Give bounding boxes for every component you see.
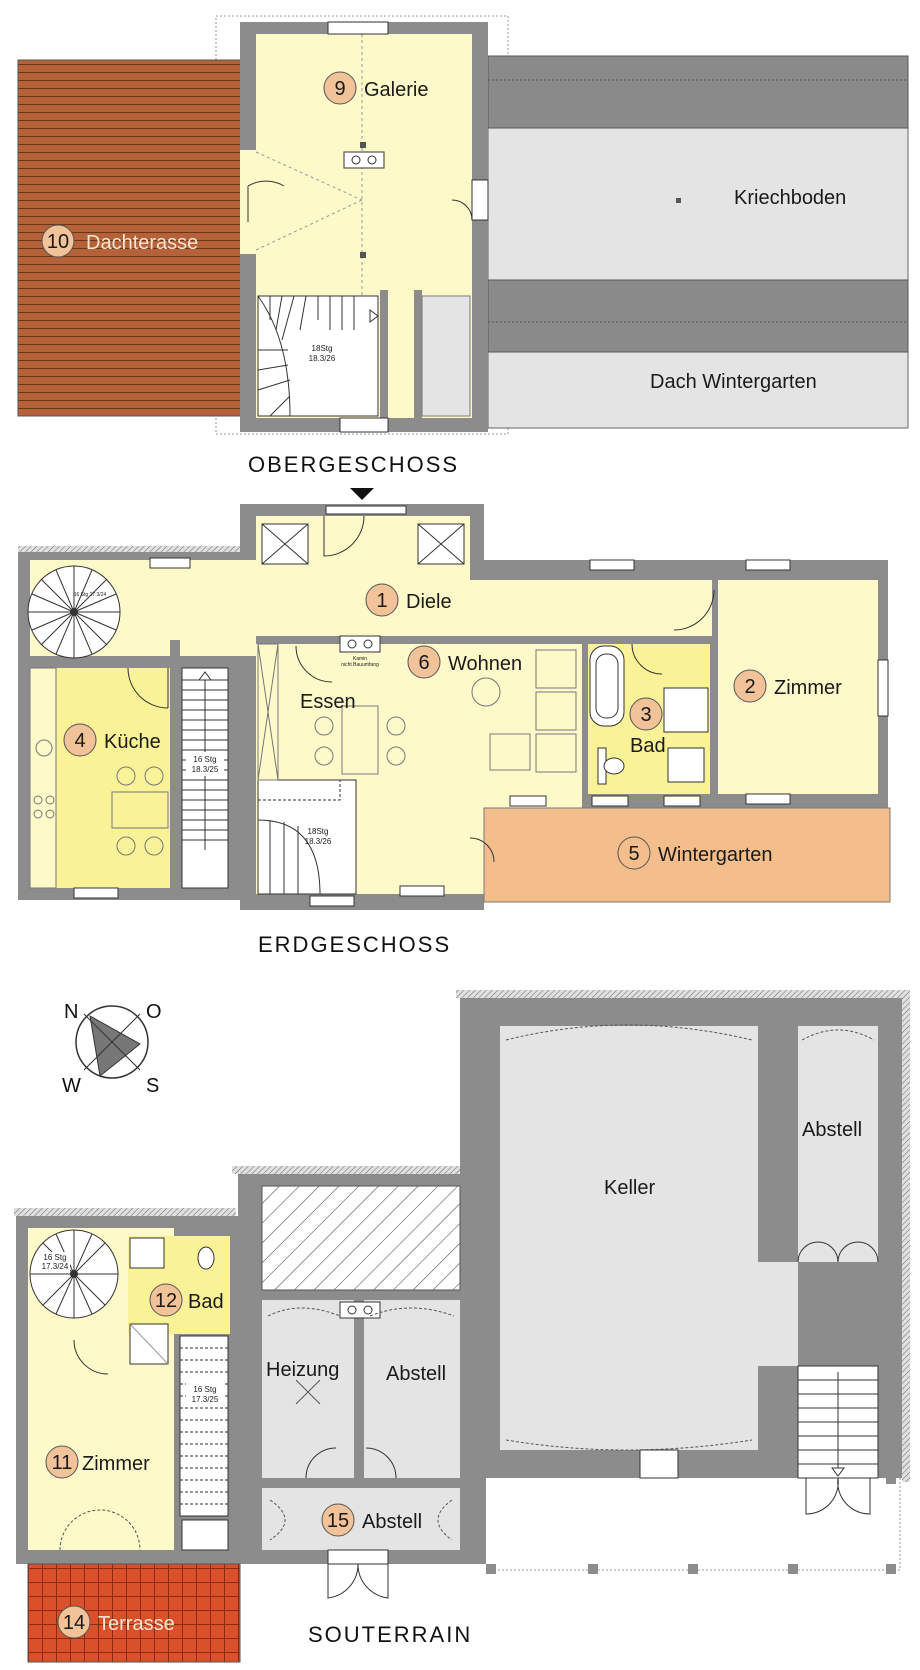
- floor-erdgeschoss: 16 Stg 18.3/25 16 Stg 17.3/24: [18, 504, 891, 957]
- stair-ug-spiral: 16 Stg 17.3/24: [29, 1229, 119, 1319]
- badge-bad-ug: [149, 1283, 183, 1317]
- room-abstell-b: [798, 1026, 878, 1262]
- badge-wohnen-number: 6: [418, 652, 429, 674]
- badge-galerie-number: 9: [334, 78, 345, 100]
- room-wintergarten: [483, 807, 891, 903]
- stair-eg-spiral: 16 Stg 17.3/24: [27, 565, 121, 659]
- badge-dachterasse-number: 10: [47, 231, 69, 253]
- room-abstell-15: [262, 1488, 460, 1550]
- badge-zimmer-eg-number: 2: [744, 676, 755, 698]
- compass-s: S: [146, 1075, 159, 1097]
- stair-eg-straight-steps: 16 Stg: [193, 755, 216, 764]
- badge-wohnen: [407, 645, 441, 679]
- badge-terrasse-number: 14: [63, 1612, 85, 1634]
- floor-title-ug: SOUTERRAIN: [308, 1622, 472, 1647]
- badge-kueche-number: 4: [74, 730, 85, 752]
- badge-zimmer-eg: [733, 669, 767, 703]
- stair-og: 18Stg 18.3/26: [257, 295, 379, 417]
- stair-keller: [797, 1365, 879, 1479]
- note-kamin-line1: Kamin: [353, 656, 367, 662]
- compass-o: O: [146, 1001, 162, 1023]
- label-wohnen: Wohnen: [448, 653, 522, 675]
- stair-ug-spiral-dim: 17.3/24: [42, 1262, 69, 1271]
- label-wintergarten: Wintergarten: [658, 844, 773, 866]
- badge-zimmer-ug-number: 11: [52, 1452, 73, 1474]
- badge-bad-ug-number: 12: [155, 1290, 177, 1312]
- stair-eg-main-steps: 18Stg: [308, 827, 329, 836]
- badge-diele: [365, 583, 399, 617]
- room-keller: [500, 1026, 758, 1450]
- room-diele: [30, 516, 712, 656]
- floor-title-eg: ERDGESCHOSS: [258, 932, 451, 957]
- badge-diele-number: 1: [376, 590, 387, 612]
- badge-dachterasse: [41, 224, 75, 258]
- room-zimmer-ug: [28, 1340, 174, 1550]
- badge-abstell-15-number: 15: [327, 1510, 349, 1532]
- roof-band-top: [487, 55, 909, 129]
- label-bad-eg: Bad: [630, 735, 666, 757]
- badge-galerie: [323, 71, 357, 105]
- label-terrasse: Terrasse: [98, 1613, 175, 1635]
- room-abstell-a: [364, 1300, 460, 1478]
- floor-title-og: OBERGESCHOSS: [248, 452, 459, 477]
- label-diele: Diele: [406, 591, 452, 613]
- stair-og-steps: 18Stg: [312, 344, 333, 353]
- label-galerie: Galerie: [364, 79, 428, 101]
- label-heizung: Heizung: [266, 1359, 339, 1381]
- label-kueche: Küche: [104, 731, 161, 753]
- label-abstell-b: Abstell: [802, 1119, 862, 1141]
- label-bad-ug: Bad: [188, 1291, 224, 1313]
- note-kamin-line2: nicht Bauumfang: [341, 662, 379, 668]
- stair-og-dim: 18.3/26: [309, 354, 336, 363]
- badge-kueche: [63, 723, 97, 757]
- badge-zimmer-ug: [45, 1445, 79, 1479]
- floor-obergeschoss: 18Stg 18.3/26 9 Galerie 10 Dachterasse K…: [17, 15, 909, 477]
- entrance-arrow-icon: [350, 488, 374, 500]
- stair-eg-straight: 16 Stg 18.3/25: [181, 667, 229, 889]
- stair-eg-straight-dim: 18.3/25: [192, 765, 219, 774]
- compass-n: N: [64, 1001, 78, 1023]
- label-zimmer-eg: Zimmer: [774, 677, 842, 699]
- label-keller: Keller: [604, 1177, 655, 1199]
- stair-ug-straight-dim: 17.3/25: [192, 1395, 219, 1404]
- floor-souterrain: 16 Stg 17.3/24 16 Stg 17.3/25: [14, 990, 910, 1663]
- badge-bad-eg-number: 3: [640, 704, 651, 726]
- label-dach-wintergarten: Dach Wintergarten: [650, 371, 817, 393]
- room-heizung: [262, 1300, 354, 1478]
- label-dachterasse: Dachterasse: [86, 232, 198, 254]
- label-essen: Essen: [300, 691, 356, 713]
- badge-bad-eg: [629, 697, 663, 731]
- roof-band-mid: [487, 279, 909, 353]
- stair-eg-main-dim: 18.3/26: [305, 837, 332, 846]
- label-abstell-15: Abstell: [362, 1511, 422, 1533]
- hatched-void: [261, 1185, 461, 1291]
- label-kriechboden: Kriechboden: [734, 187, 846, 209]
- stair-ug-straight: 16 Stg 17.3/25: [179, 1335, 229, 1517]
- stair-ug-spiral-steps: 16 Stg: [43, 1253, 66, 1262]
- compass-w: W: [62, 1075, 81, 1097]
- stair-eg-main: 18Stg 18.3/26: [257, 779, 357, 895]
- badge-abstell-15: [321, 1503, 355, 1537]
- badge-wintergarten-number: 5: [628, 843, 639, 865]
- compass-rose-icon: N O W S: [62, 1001, 162, 1097]
- stair-ug-straight-steps: 16 Stg: [193, 1385, 216, 1394]
- badge-terrasse: [57, 1605, 91, 1639]
- stair-eg-spiral-label: 16 Stg 17.3/24: [74, 592, 107, 598]
- label-zimmer-ug: Zimmer: [82, 1453, 150, 1475]
- badge-wintergarten: [617, 836, 651, 870]
- label-abstell-a: Abstell: [386, 1363, 446, 1385]
